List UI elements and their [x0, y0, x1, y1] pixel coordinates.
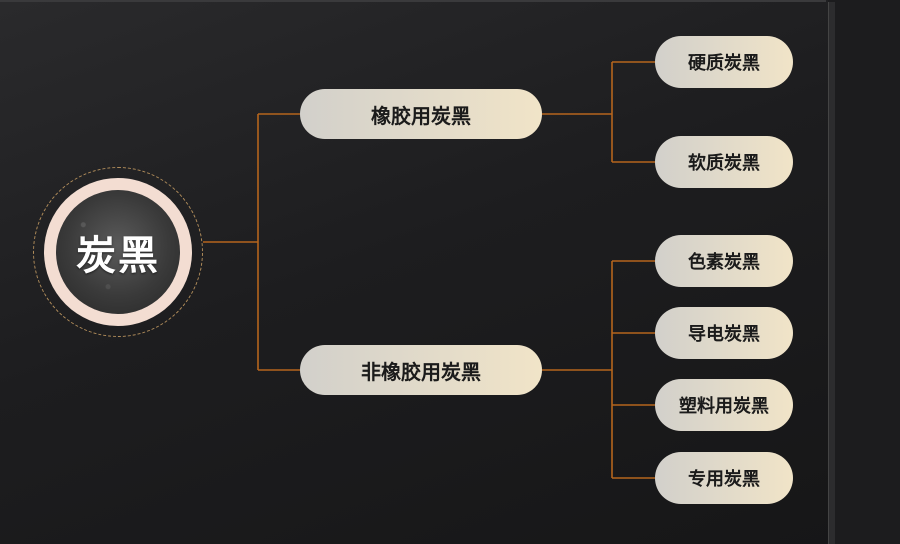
branch-label: 橡胶用炭黑: [371, 103, 471, 128]
leaf-label: 专用炭黑: [688, 469, 760, 490]
leaf-plastic-carbon-black: 塑料用炭黑: [655, 379, 793, 431]
right-panel: [828, 0, 900, 544]
leaf-label: 色素炭黑: [688, 252, 760, 273]
branch-non-rubber-carbon-black: 非橡胶用炭黑: [300, 345, 542, 395]
root-dashed-ring: [33, 167, 203, 337]
leaf-label: 软质炭黑: [688, 153, 760, 174]
leaf-label: 塑料用炭黑: [679, 396, 769, 417]
branch-rubber-carbon-black: 橡胶用炭黑: [300, 89, 542, 139]
connector-lines: [203, 61, 655, 479]
leaf-pigment-carbon-black: 色素炭黑: [655, 235, 793, 287]
leaf-conductive-carbon-black: 导电炭黑: [655, 307, 793, 359]
root-label: 炭黑: [76, 233, 160, 279]
leaf-label: 导电炭黑: [688, 324, 760, 345]
top-border: [0, 0, 826, 2]
leaf-label: 硬质炭黑: [688, 53, 760, 74]
scrollbar[interactable]: [828, 2, 835, 544]
leaf-hard-carbon-black: 硬质炭黑: [655, 36, 793, 88]
branch-label: 非橡胶用炭黑: [361, 359, 481, 384]
root-node: 炭黑: [56, 190, 180, 314]
leaf-soft-carbon-black: 软质炭黑: [655, 136, 793, 188]
leaf-special-carbon-black: 专用炭黑: [655, 452, 793, 504]
